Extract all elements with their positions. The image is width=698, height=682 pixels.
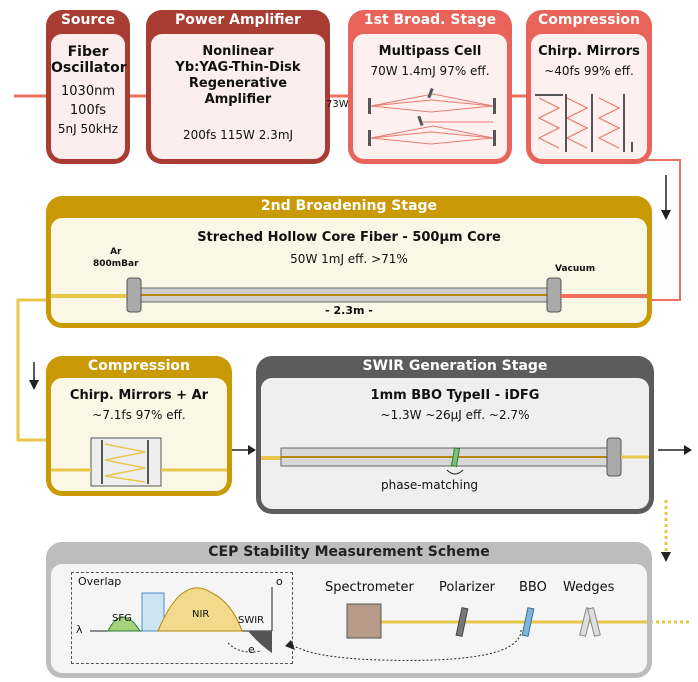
- compression-2-header: Compression: [88, 358, 190, 374]
- hcf-specs: 50W 1mJ eff. >71%: [290, 252, 408, 266]
- second-broad-stage-box: 2nd Broadening Stage Streched Hollow Cor…: [46, 196, 652, 328]
- power-amplifier-box: Power Amplifier Nonlinear Yb:YAG-Thin-Di…: [146, 10, 330, 164]
- polarizer-label: Polarizer: [439, 580, 496, 595]
- compression-2-panel: Chirp. Mirrors + Ar ~7.1fs 97% eff.: [51, 378, 227, 491]
- arrow-swir-out-head: [684, 445, 692, 455]
- arrow-comp-to-swir-head: [248, 445, 256, 455]
- compression-2-box: Compression Chirp. Mirrors + Ar ~7.1fs 9…: [46, 356, 232, 496]
- cep-scheme-panel: Overlap λ SFG NIR SWIR o e Spectrometer …: [51, 564, 647, 673]
- swir-stage-header: SWIR Generation Stage: [362, 358, 548, 374]
- spectral-overlap-plot: [90, 587, 273, 653]
- cep-scheme-box: CEP Stability Measurement Scheme Overlap…: [46, 542, 652, 678]
- source-panel: Fiber Oscillator 1030nm 100fs 5nJ 50kHz: [51, 34, 127, 159]
- first-broad-stage-header: 1st Broad. Stage: [363, 12, 497, 28]
- compression-1-header: Compression: [538, 12, 640, 28]
- chirped-mirrors-drawing: [535, 94, 633, 152]
- compression-1-panel: Chirp. Mirrors ~40fs 99% eff.: [531, 34, 647, 159]
- cep-optics-drawing: [285, 603, 647, 661]
- source-energy-rate: 5nJ 50kHz: [57, 122, 119, 136]
- swir-stage-box: SWIR Generation Stage 1mm BBO TypeII - i…: [256, 356, 654, 514]
- o-label: o: [276, 575, 283, 588]
- beam-left-loop: [16, 298, 48, 442]
- source-wavelength: 1030nm: [61, 84, 115, 99]
- source-box: Source Fiber Oscillator 1030nm 100fs 5nJ…: [46, 10, 130, 164]
- overlap-label: Overlap: [78, 575, 122, 588]
- wedges-label: Wedges: [563, 580, 615, 595]
- spectral-overlap-inset: Overlap λ SFG NIR SWIR o e: [71, 572, 293, 664]
- mpc-title: Multipass Cell: [378, 44, 482, 59]
- hollow-core-fiber-drawing: [51, 277, 647, 313]
- input-power-label: 73W: [326, 99, 349, 110]
- compression-1-box: Compression Chirp. Mirrors ~40fs 99% eff…: [526, 10, 652, 164]
- mpc-specs: 70W 1.4mJ 97% eff.: [370, 64, 490, 78]
- swir-stage-panel: 1mm BBO TypeII - iDFG ~1.3W ~26µJ eff. ~…: [261, 378, 649, 509]
- compression-2-specs: ~7.1fs 97% eff.: [92, 408, 186, 422]
- power-amplifier-specs: 200fs 115W 2.3mJ: [182, 128, 294, 142]
- swir-title: 1mm BBO TypeII - iDFG: [370, 388, 540, 403]
- multipass-cell-drawing: [368, 87, 496, 146]
- swir-label: SWIR: [238, 615, 265, 626]
- sfg-label: SFG: [112, 613, 132, 624]
- arrow-left-down-head: [29, 380, 39, 390]
- second-broad-stage-header: 2nd Broadening Stage: [260, 198, 438, 214]
- hcf-title: Streched Hollow Core Fiber - 500µm Core: [197, 230, 501, 245]
- spectrometer-block: [346, 603, 382, 639]
- arrow-right-down-head: [661, 210, 671, 220]
- e-label: e: [248, 643, 255, 656]
- bbo-crystal-drawing: [261, 437, 649, 477]
- spectrometer-label: Spectrometer: [325, 580, 414, 595]
- chirped-mirrors-ar-drawing: [51, 437, 227, 487]
- source-header: Source: [60, 12, 116, 28]
- swir-specs: ~1.3W ~26µJ eff. ~2.7%: [380, 408, 530, 422]
- bbo-element: [521, 607, 535, 637]
- arrow-dotted-down-head: [661, 552, 671, 562]
- compression-2-title: Chirp. Mirrors + Ar: [69, 388, 209, 403]
- source-title: Fiber Oscillator: [51, 44, 127, 76]
- lambda-label: λ: [76, 623, 83, 636]
- power-amplifier-panel: Nonlinear Yb:YAG-Thin-Disk Regenerative …: [151, 34, 325, 159]
- second-broad-stage-panel: Streched Hollow Core Fiber - 500µm Core …: [51, 218, 647, 323]
- phase-matching-label: phase-matching: [381, 478, 479, 492]
- compression-1-title: Chirp. Mirrors: [538, 44, 640, 59]
- first-broad-stage-panel: Multipass Cell 70W 1.4mJ 97% eff.: [353, 34, 507, 159]
- polarizer-element: [455, 607, 469, 637]
- power-amplifier-header: Power Amplifier: [175, 12, 301, 28]
- gas-label: Ar 800mBar: [93, 247, 139, 269]
- nir-label: NIR: [192, 609, 210, 620]
- power-amplifier-title: Nonlinear Yb:YAG-Thin-Disk Regenerative …: [175, 44, 301, 107]
- compression-1-specs: ~40fs 99% eff.: [544, 64, 634, 78]
- cep-scheme-header: CEP Stability Measurement Scheme: [208, 544, 490, 560]
- bbo-label: BBO: [519, 580, 547, 595]
- first-broad-stage-box: 1st Broad. Stage Multipass Cell 70W 1.4m…: [348, 10, 512, 164]
- vacuum-label: Vacuum: [555, 264, 596, 274]
- wedge-element-2: [587, 607, 601, 637]
- source-duration: 100fs: [69, 103, 107, 118]
- fiber-length-label: - 2.3m -: [325, 304, 373, 317]
